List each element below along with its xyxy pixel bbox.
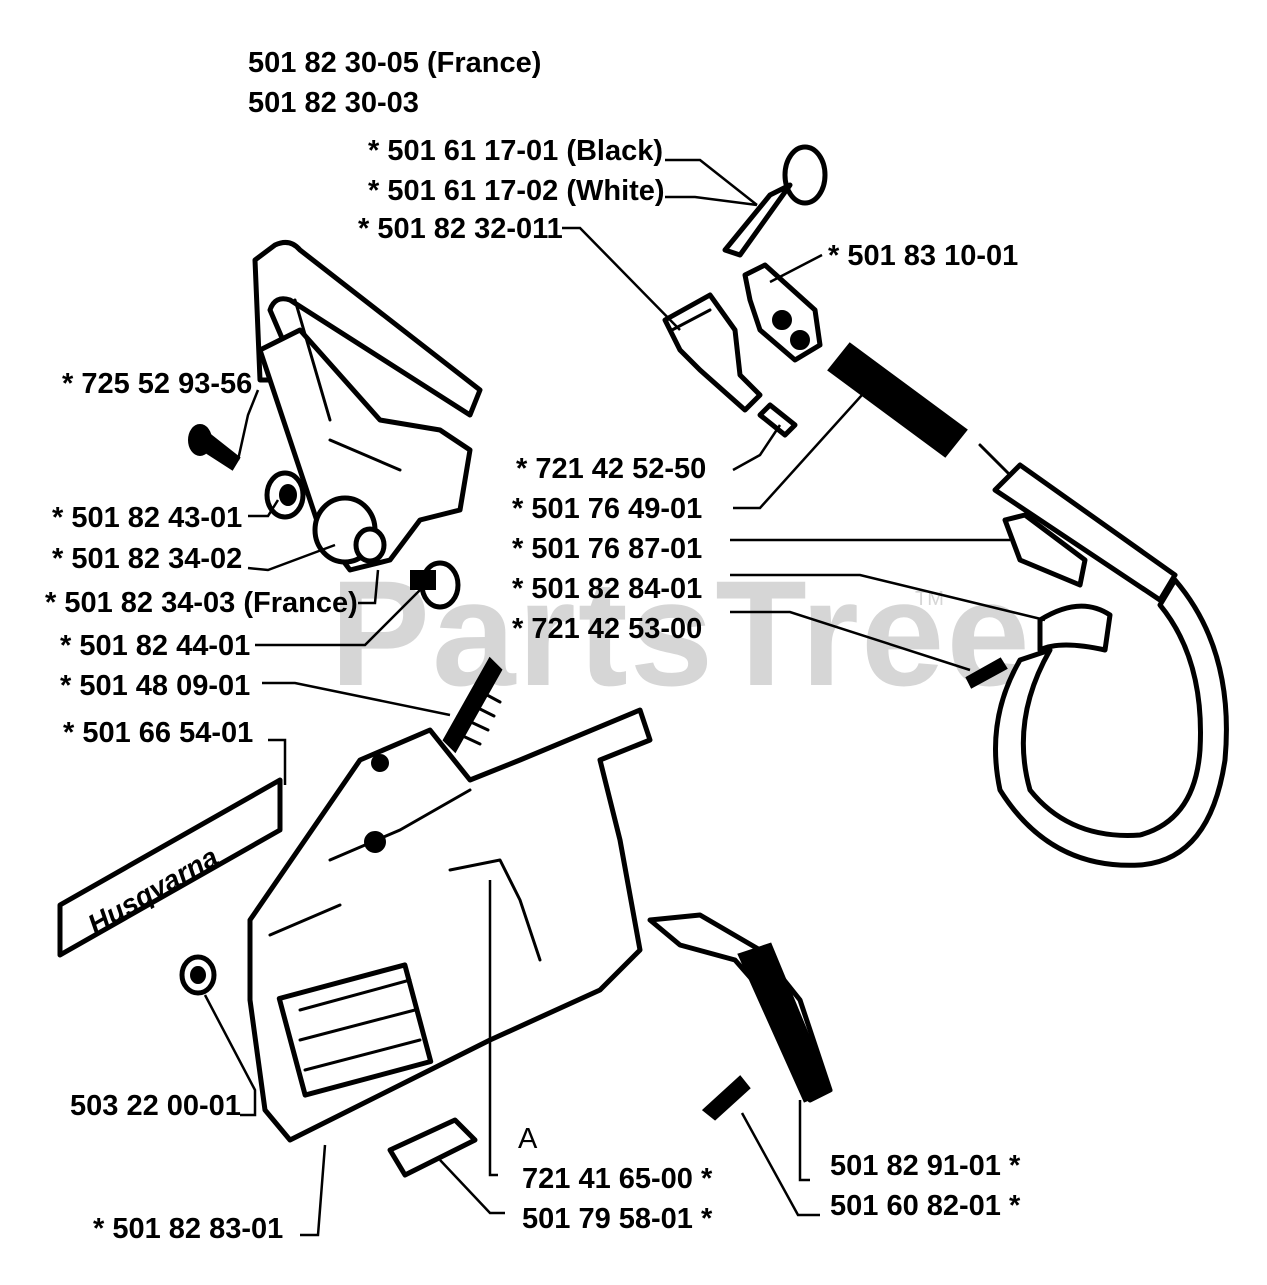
label-501-66-54-01: * 501 66 54-01 <box>63 717 253 749</box>
chain-guide-501-79-58-01 <box>387 1117 478 1178</box>
brake-lever-501-82-32-011 <box>662 292 763 413</box>
screw-721-42-53-00 <box>965 657 1008 689</box>
label-501-82-34-02: * 501 82 34-02 <box>52 543 242 575</box>
link-501-83-10-01 <box>742 262 823 363</box>
label-501-82-32-011: * 501 82 32-011 <box>358 213 563 245</box>
label-721-42-53-00: * 721 42 53-00 <box>512 613 702 645</box>
label-501-82-30-03: 501 82 30-03 <box>248 87 419 119</box>
spring-501-76-49-01 <box>827 342 1012 477</box>
label-721-42-52-50: * 721 42 52-50 <box>516 453 706 485</box>
label-501-82-30-05: 501 82 30-05 (France) <box>248 47 541 79</box>
washer-501-82-43-01 <box>264 470 306 520</box>
label-501-82-84-01: * 501 82 84-01 <box>512 573 702 605</box>
brake-band-501-82-84-01 <box>992 462 1229 868</box>
label-501-61-17-01: * 501 61 17-01 (Black) <box>368 135 663 167</box>
clutch-cover-part <box>247 707 653 1143</box>
decal-501-66-54-01: Husqvarna <box>57 777 283 958</box>
chain-guard-501-82-91-01 <box>647 912 833 1103</box>
screw-501-60-82-01 <box>701 1075 751 1121</box>
bushing-501-82-34-02 <box>312 495 387 565</box>
view-marker: A <box>518 1123 538 1155</box>
label-501-60-82-01: 501 60 82-01 * <box>830 1190 1021 1222</box>
label-501-76-49-01: * 501 76 49-01 <box>512 493 702 525</box>
button-501-61-17 <box>722 144 828 258</box>
label-501-83-10-01: * 501 83 10-01 <box>828 240 1018 272</box>
part-labels: 501 82 30-05 (France) 501 82 30-03 * 501… <box>45 47 1021 1245</box>
screw-725-52-93-56 <box>188 424 241 471</box>
spring-501-48-09-01 <box>442 656 503 754</box>
label-501-82-44-01: * 501 82 44-01 <box>60 630 250 662</box>
label-721-41-65-00: 721 41 65-00 * <box>522 1163 713 1195</box>
label-501-82-43-01: * 501 82 43-01 <box>52 502 242 534</box>
label-503-22-00-01: 503 22 00-01 <box>70 1090 241 1122</box>
label-501-76-87-01: * 501 76 87-01 <box>512 533 702 565</box>
label-501-48-09-01: * 501 48 09-01 <box>60 670 250 702</box>
label-501-82-83-01: * 501 82 83-01 <box>93 1213 283 1245</box>
label-501-82-34-03: * 501 82 34-03 (France) <box>45 587 358 619</box>
nut-503-22-00-01 <box>179 954 217 996</box>
label-501-61-17-02: * 501 61 17-02 (White) <box>368 175 665 207</box>
leader-lines <box>203 158 1046 1237</box>
label-501-82-91-01: 501 82 91-01 * <box>830 1150 1021 1182</box>
label-501-79-58-01: 501 79 58-01 * <box>522 1203 713 1235</box>
label-725-52-93-56: * 725 52 93-56 <box>62 368 252 400</box>
knob-501-82-44-01 <box>410 560 461 610</box>
